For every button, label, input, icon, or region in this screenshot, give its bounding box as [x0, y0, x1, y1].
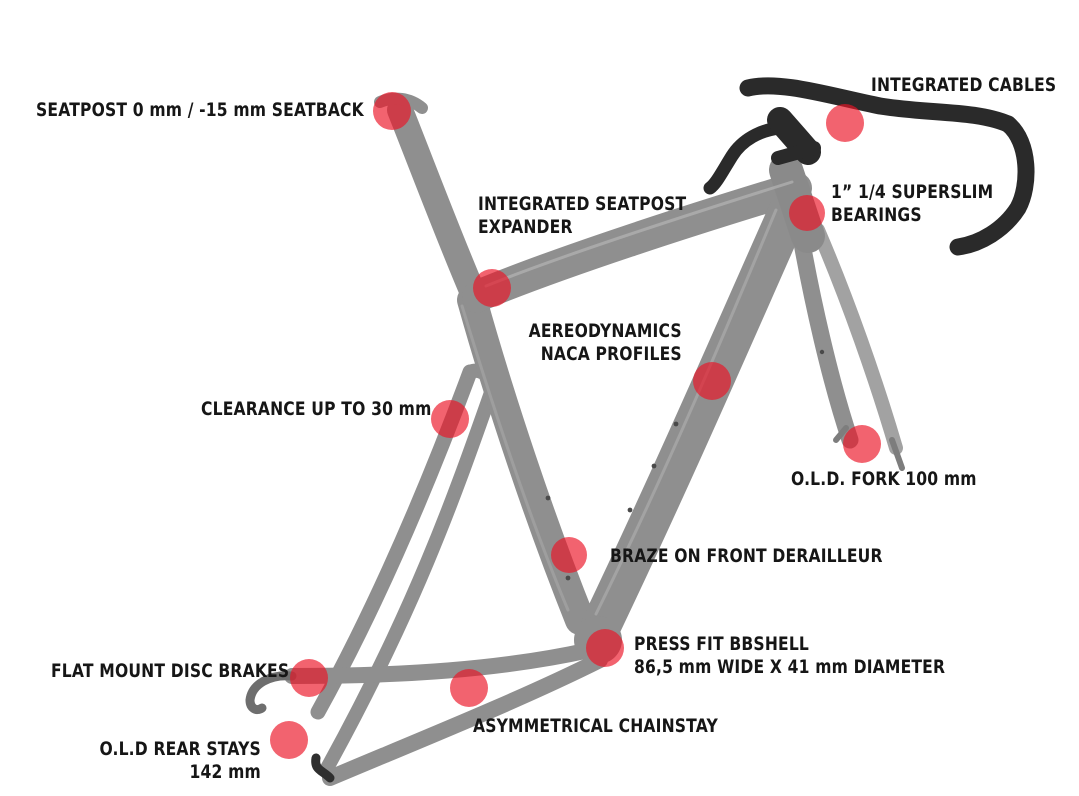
label-line: EXPANDER: [478, 216, 573, 238]
rear-dropout-near: [245, 671, 297, 715]
fork-dropout: [889, 437, 905, 471]
handlebar-drop-right: [949, 115, 1035, 256]
marker-seatpost: [373, 92, 411, 130]
fork-dropout-near: [833, 425, 849, 443]
label-clearance: CLEARANCE UP TO 30 mm: [201, 398, 431, 421]
marker-integrated-cables: [826, 104, 864, 142]
label-seatpost-expander: INTEGRATED SEATPOST EXPANDER: [478, 193, 686, 239]
marker-bearings: [789, 195, 825, 231]
label-line: PRESS FIT BBSHELL: [634, 633, 810, 655]
label-line: CLEARANCE UP TO 30 mm: [201, 398, 432, 420]
label-seatpost: SEATPOST 0 mm / -15 mm SEATBACK: [36, 99, 364, 122]
marker-seatpost-expander: [473, 269, 511, 307]
label-line: ASYMMETRICAL CHAINSTAY: [473, 715, 718, 737]
label-bb-shell: PRESS FIT BBSHELL 86,5 mm WIDE X 41 mm D…: [634, 633, 945, 679]
top-tube: [462, 172, 812, 312]
label-integrated-cables: INTEGRATED CABLES: [871, 74, 1056, 97]
label-line: O.L.D REAR STAYS: [99, 738, 261, 760]
marker-rear-stays: [270, 721, 308, 759]
fork-blade-far: [811, 223, 903, 455]
marker-clearance: [431, 400, 469, 438]
seat-tube: [457, 285, 595, 635]
label-front-derailleur: BRAZE ON FRONT DERAILLEUR: [610, 545, 883, 568]
label-bearings: 1” 1/4 SUPERSLIM BEARINGS: [831, 181, 993, 227]
headset-cap: [771, 141, 821, 165]
label-line: FLAT MOUNT DISC BRAKES: [51, 660, 290, 682]
label-line: BEARINGS: [831, 204, 922, 226]
label-disc-brakes: FLAT MOUNT DISC BRAKES: [51, 660, 289, 683]
marker-chainstay: [450, 669, 488, 707]
label-line: 142 mm: [189, 761, 261, 783]
marker-fork-old: [843, 425, 881, 463]
label-line: NACA PROFILES: [540, 343, 682, 365]
label-chainstay: ASYMMETRICAL CHAINSTAY: [473, 715, 718, 738]
label-line: INTEGRATED SEATPOST: [478, 193, 687, 215]
seatstay-far: [319, 377, 501, 777]
marker-naca-profiles: [693, 362, 731, 400]
seatpost-mast: [387, 97, 489, 313]
label-line: AEREODYNAMICS: [528, 320, 682, 342]
handlebar-drop-left: [703, 121, 787, 195]
chainstay-far: [322, 652, 608, 786]
label-line: INTEGRATED CABLES: [871, 74, 1057, 96]
label-line: BRAZE ON FRONT DERAILLEUR: [610, 545, 883, 567]
label-line: SEATPOST 0 mm / -15 mm SEATBACK: [36, 99, 364, 121]
fork-blade: [791, 223, 859, 449]
label-naca-profiles: AEREODYNAMICS NACA PROFILES: [529, 320, 682, 366]
rear-dropout-far: [311, 753, 335, 783]
marker-front-derailleur: [551, 537, 587, 573]
marker-bb-shell: [586, 629, 624, 667]
label-rear-stays: O.L.D REAR STAYS 142 mm: [100, 738, 261, 784]
marker-disc-brakes: [290, 659, 328, 697]
handlebar-top: [739, 77, 1017, 133]
label-line: 86,5 mm WIDE X 41 mm DIAMETER: [634, 656, 946, 678]
label-line: O.L.D. FORK 100 mm: [791, 468, 977, 490]
chainstay-near: [284, 642, 598, 684]
label-fork-old: O.L.D. FORK 100 mm: [791, 468, 977, 491]
label-line: 1” 1/4 SUPERSLIM: [831, 181, 994, 203]
